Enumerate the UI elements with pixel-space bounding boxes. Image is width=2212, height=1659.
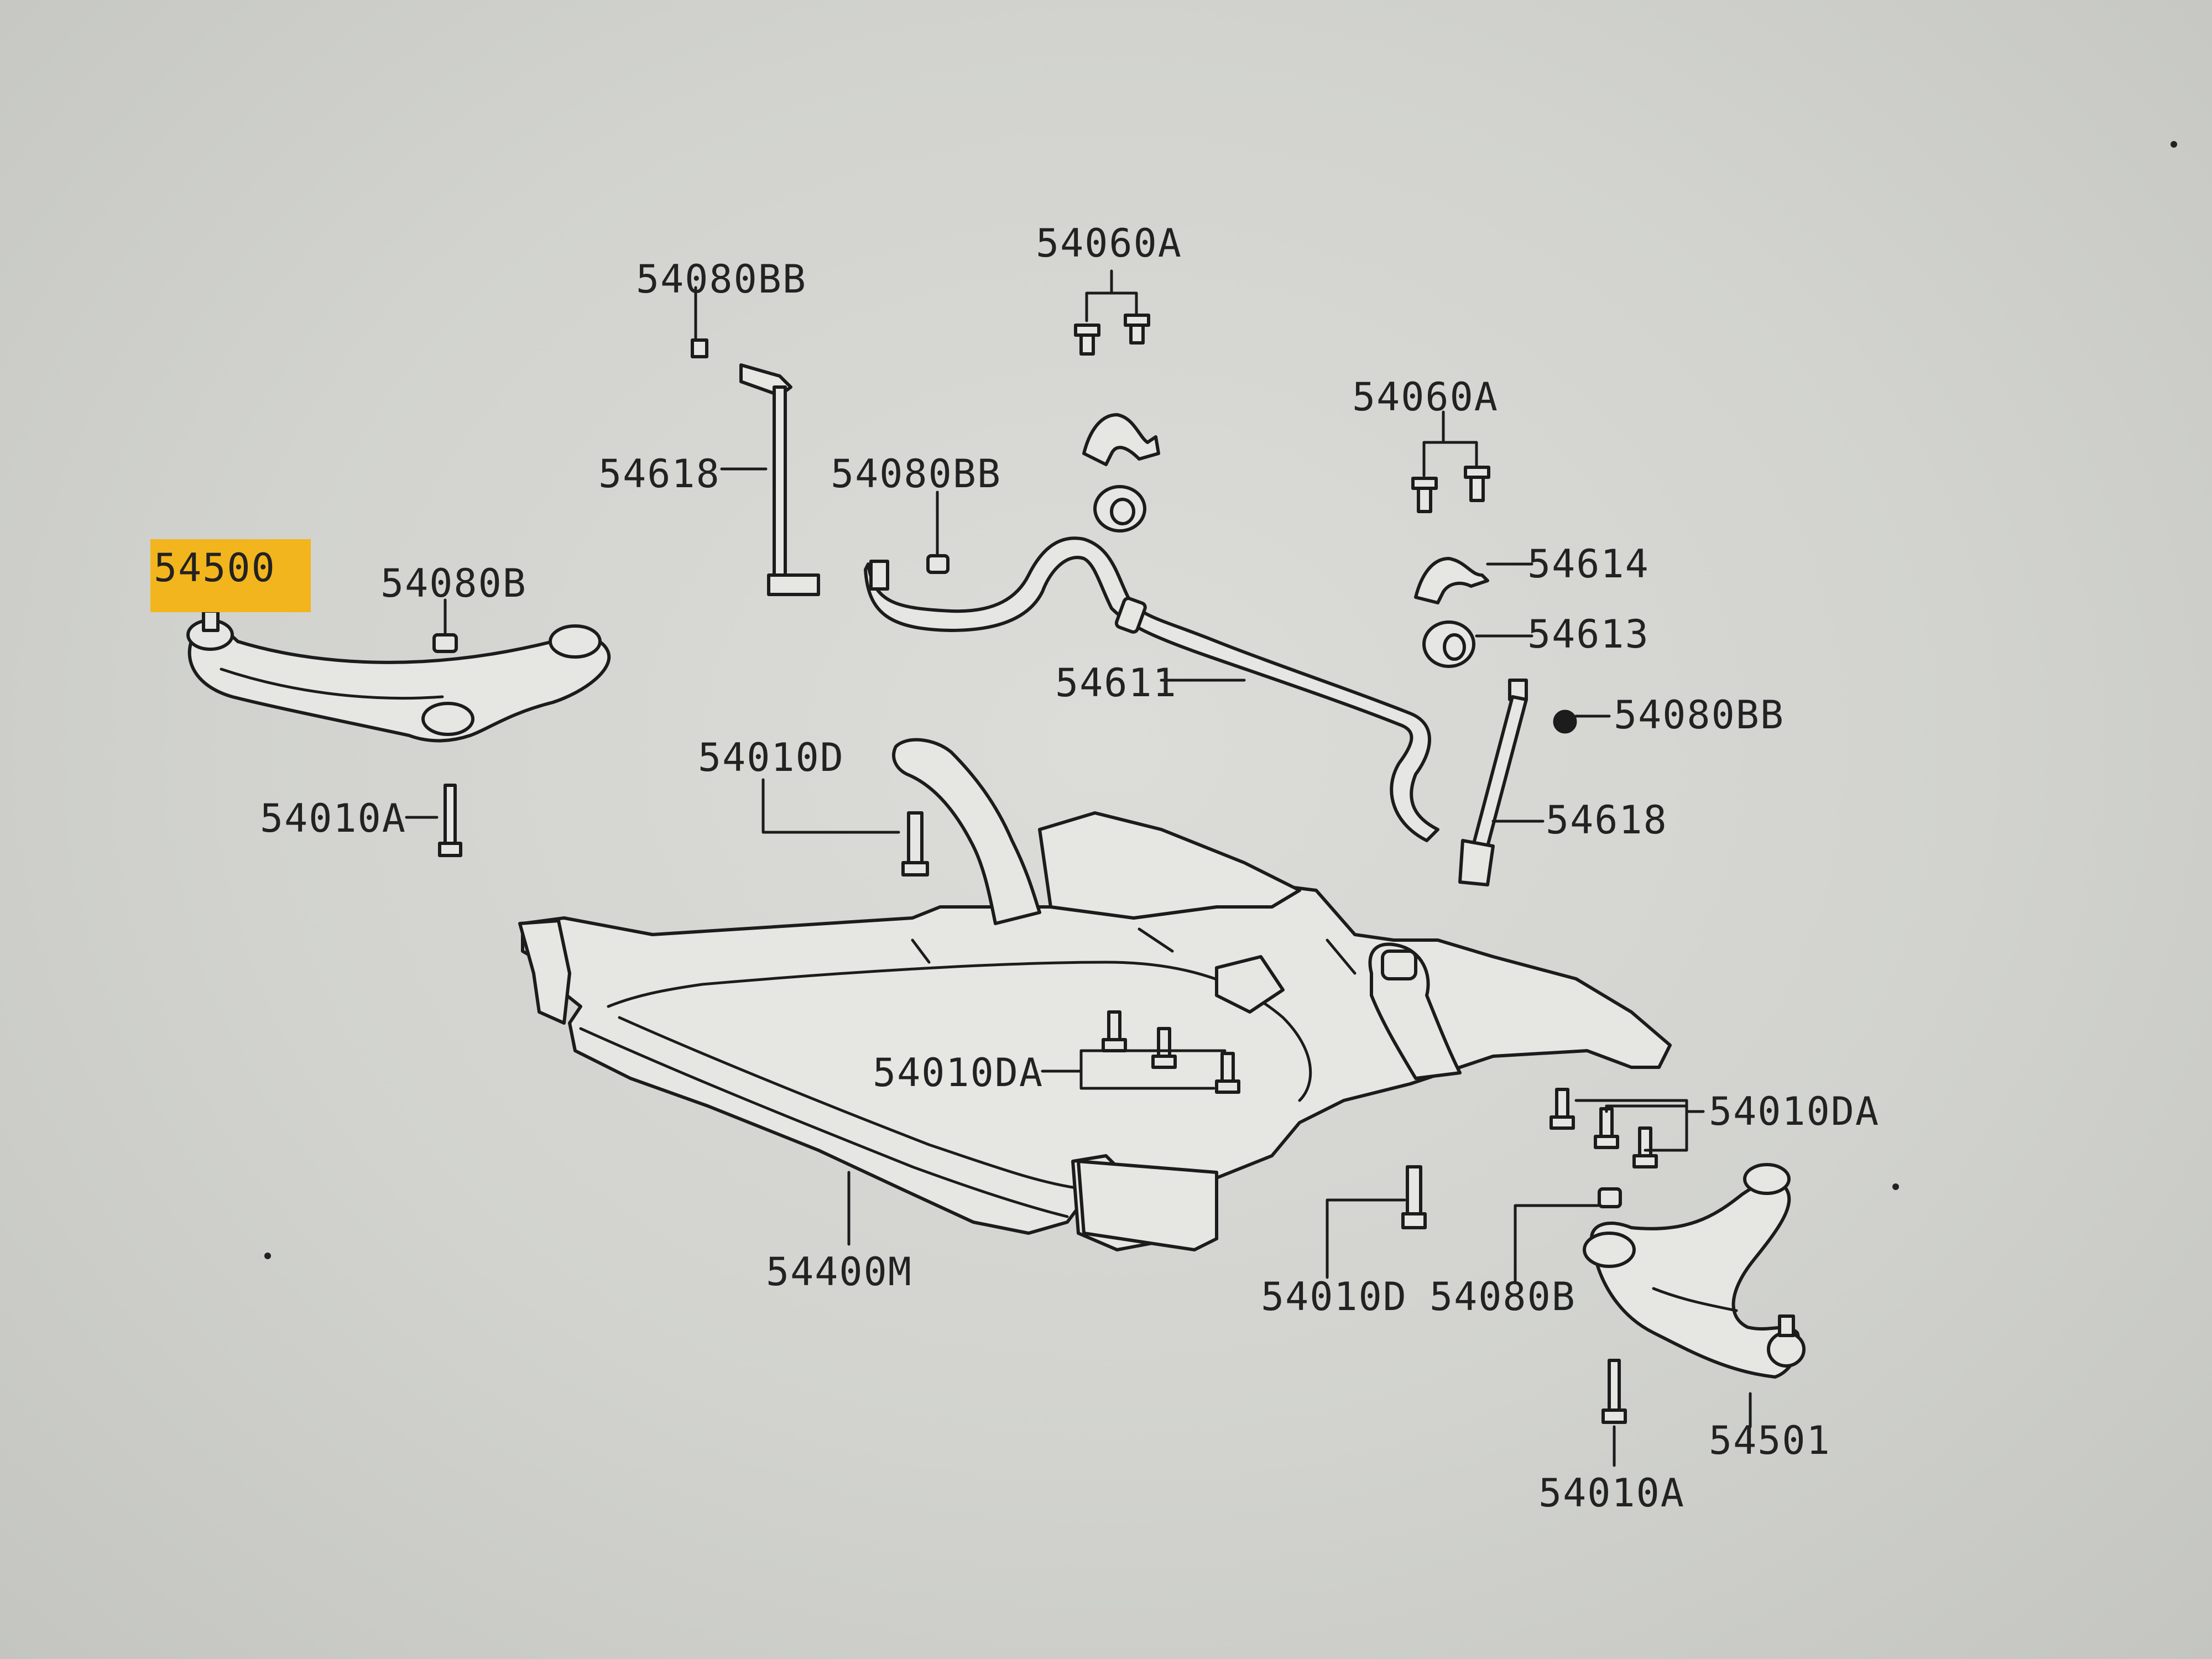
bolts-54010da-mid[interactable] — [1041, 1010, 1240, 1094]
label-54613[interactable]: 54613 — [1527, 612, 1650, 657]
nut-54080bb-mid[interactable] — [926, 491, 950, 574]
label-54618-right[interactable]: 54618 — [1546, 797, 1668, 843]
label-54080b-bottom[interactable]: 54080B — [1430, 1274, 1576, 1319]
label-54618-left[interactable]: 54618 — [598, 451, 721, 497]
nut-54080b-top[interactable] — [432, 598, 458, 653]
label-54060a-right[interactable]: 54060A — [1352, 374, 1499, 420]
label-54501[interactable]: 54501 — [1709, 1418, 1831, 1463]
label-54080bb-top[interactable]: 54080BB — [636, 257, 807, 302]
nut-54080b-bottom[interactable] — [1514, 1187, 1622, 1285]
stabilizer-link-left[interactable] — [691, 286, 820, 596]
bolt-54010d-top[interactable] — [761, 778, 929, 877]
right-lower-control-arm[interactable] — [1583, 1163, 1806, 1428]
stabilizer-link-right[interactable] — [1458, 679, 1545, 886]
bolt-54010a-left[interactable] — [405, 784, 462, 857]
label-54080bb-mid[interactable]: 54080BB — [831, 451, 1002, 497]
bushing-54613[interactable] — [1422, 620, 1533, 668]
bushing-top-center[interactable] — [1093, 485, 1146, 533]
label-54080b-top[interactable]: 54080B — [380, 561, 527, 606]
speck — [2171, 141, 2177, 148]
bolt-54010a-bottom[interactable] — [1601, 1359, 1627, 1467]
clamp-54614[interactable] — [1414, 557, 1533, 604]
label-54400m[interactable]: 54400M — [766, 1249, 912, 1295]
label-54611[interactable]: 54611 — [1055, 660, 1177, 706]
left-lower-control-arm[interactable] — [186, 609, 611, 743]
stabilizer-bar[interactable] — [864, 536, 1439, 842]
bolts-54010da-right[interactable] — [1550, 1088, 1705, 1168]
label-54010d-bottom[interactable]: 54010D — [1261, 1274, 1407, 1319]
nut-54080bb-right[interactable] — [1553, 709, 1611, 734]
label-54010a-bottom[interactable]: 54010A — [1538, 1470, 1685, 1516]
part-number-highlight — [150, 539, 311, 612]
speck — [1892, 1183, 1899, 1190]
label-54080bb-right[interactable]: 54080BB — [1614, 692, 1785, 738]
clamp-top-center[interactable] — [1082, 413, 1160, 466]
label-54010a-left[interactable]: 54010A — [260, 796, 406, 841]
suspension-member-subframe[interactable] — [518, 738, 1672, 1251]
label-54614[interactable]: 54614 — [1527, 541, 1650, 587]
label-54500[interactable]: 54500 — [154, 545, 276, 591]
clamp-bolts-54060a-right[interactable] — [1411, 410, 1490, 513]
clamp-bolts-54060a-top[interactable] — [1074, 269, 1150, 356]
bolt-54010d-bottom[interactable] — [1326, 1165, 1427, 1279]
label-54010da-mid[interactable]: 54010DA — [873, 1050, 1044, 1095]
label-54010da-right[interactable]: 54010DA — [1709, 1089, 1880, 1134]
label-54060a-top[interactable]: 54060A — [1036, 221, 1182, 266]
speck — [264, 1253, 271, 1259]
label-54010d-top[interactable]: 54010D — [698, 735, 844, 780]
